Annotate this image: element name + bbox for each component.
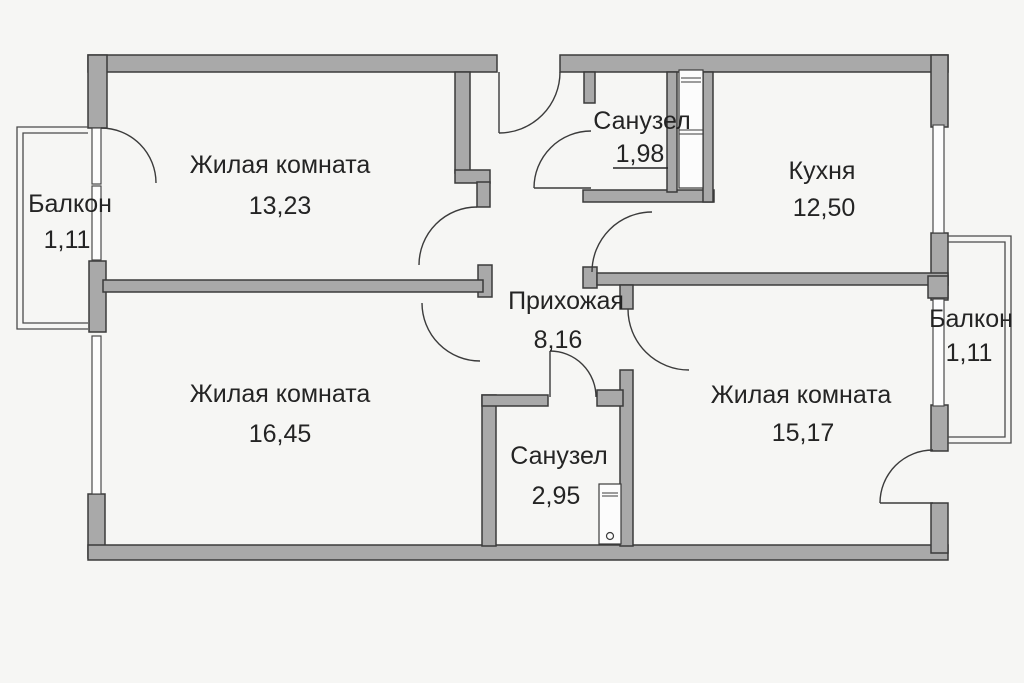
wall-bath2-top-left (481, 394, 549, 407)
wall-divider2-endcap (582, 266, 598, 289)
riser-box (598, 483, 622, 545)
wall-room1-right-lower (476, 181, 491, 208)
wall-room3-left-stub (619, 284, 634, 310)
room2-label: Жилая комната (190, 380, 371, 408)
wall-bath2-top-right (596, 389, 624, 407)
interior-walls (102, 71, 949, 547)
wall-room1-jog (454, 169, 491, 184)
balcony-left-label: Балкон (28, 190, 112, 218)
wall-divider2-tblock (927, 275, 949, 299)
wall-divider2 (596, 272, 949, 286)
kitchen-area: 12,50 (793, 194, 856, 222)
wall-left-top (87, 54, 108, 129)
kitchen-label: Кухня (789, 157, 856, 185)
room1-area: 13,23 (249, 192, 312, 220)
vent-shaft-box (678, 69, 704, 189)
window-room3 (932, 298, 945, 407)
wall-right-mid-lower (930, 404, 949, 452)
kitchen-door-arc (591, 211, 653, 273)
bathroom-top-door-arc (533, 130, 592, 189)
window-kitchen (932, 124, 945, 234)
entrance-door-arc (498, 71, 561, 134)
wall-right-top (930, 54, 949, 128)
windows (91, 124, 945, 495)
plumbing-riser (598, 483, 622, 545)
balcony-right-label: Балкон (929, 305, 1013, 333)
wall-bottom (87, 544, 949, 561)
wall-top-left (87, 54, 498, 73)
balcony-left-outline-outer (16, 126, 88, 330)
wall-bath1-right (666, 71, 678, 193)
room3-area: 15,17 (772, 419, 835, 447)
bathroom-top-area: 1,98 (616, 140, 665, 168)
room3-door-arc (627, 308, 690, 371)
wall-divider1 (102, 279, 484, 293)
balcony-left-door-arc (100, 127, 157, 184)
room2-area: 16,45 (249, 420, 312, 448)
balcony-left-area: 1,11 (44, 226, 91, 254)
wall-room1-right-upper (454, 71, 471, 174)
riser-valve (605, 531, 615, 541)
doors (100, 71, 934, 504)
balcony-right-door-arc (879, 449, 934, 504)
balcony-left-outline-inner (22, 132, 88, 324)
bathroom-bottom-label: Санузел (510, 442, 607, 470)
balcony-left-door-panel (91, 127, 102, 185)
wall-left-pier (88, 260, 107, 333)
room1-door-arc (418, 206, 478, 266)
balcony-right-outline-outer (948, 235, 1012, 444)
room1-label: Жилая комната (190, 151, 371, 179)
window-room1 (91, 185, 102, 261)
balconies (16, 126, 1012, 444)
room-labels: Жилая комната 13,23 Кухня 12,50 Санузел … (28, 107, 1013, 510)
balcony-right-area: 1,11 (946, 339, 993, 367)
wall-bath2-left (481, 394, 497, 547)
wall-kitchen-left (702, 71, 714, 203)
room3-label: Жилая комната (711, 381, 892, 409)
bathroom-bottom-area: 2,95 (532, 482, 581, 510)
wall-top-right (559, 54, 949, 73)
exterior-walls (87, 54, 949, 561)
wall-right-bottom (930, 502, 949, 554)
hallway-label: Прихожая (508, 287, 624, 315)
bathroom-top-label: Санузел (593, 107, 690, 135)
vent-shaft (678, 69, 704, 189)
wall-bath1-left (583, 71, 596, 104)
window-room2 (91, 335, 102, 495)
room2-door-arc (421, 302, 481, 362)
hallway-area: 8,16 (534, 326, 583, 354)
balcony-right-outline-inner (948, 241, 1006, 438)
bathroom-bottom-door-arc (549, 350, 597, 398)
wall-bath1-bottom (582, 189, 715, 203)
wall-room3-left (619, 369, 634, 547)
